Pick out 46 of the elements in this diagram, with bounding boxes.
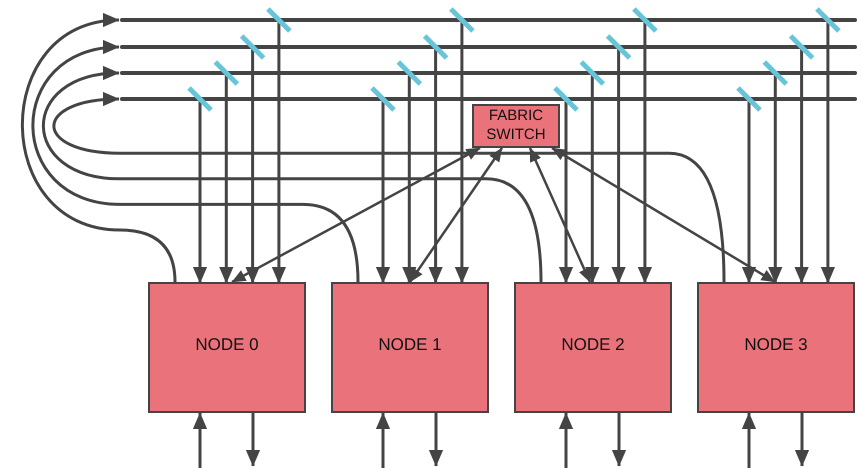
arrow: [428, 413, 444, 467]
box-label: NODE 2: [560, 334, 626, 355]
arrow: [192, 101, 208, 284]
arrow: [219, 75, 234, 284]
box-label: NODE 3: [743, 334, 809, 355]
arrow: [638, 22, 652, 284]
node-box: [331, 282, 489, 413]
node-box: [697, 282, 855, 413]
arrow: [246, 413, 260, 467]
arrow: [245, 49, 260, 284]
arrow: [585, 75, 600, 284]
arrow: [742, 101, 756, 284]
arrow: [558, 101, 574, 284]
node-box: [148, 282, 306, 413]
bus-line: [120, 97, 857, 101]
double-arrow: [528, 148, 592, 282]
bus-line: [120, 18, 857, 22]
box-label: FABRIC SWITCH: [485, 106, 547, 144]
arrow: [794, 413, 810, 467]
curved-arrow: [42, 67, 542, 282]
arrow: [376, 412, 390, 468]
arrow: [428, 49, 443, 284]
curved-arrow: [53, 92, 726, 282]
arrow: [611, 49, 626, 284]
bus-line: [120, 71, 857, 75]
arrow: [820, 22, 836, 284]
box-label: NODE 0: [194, 334, 260, 355]
double-arrow: [551, 146, 776, 284]
switch-box: [472, 104, 560, 148]
bus-line: [120, 45, 857, 49]
arrow: [402, 75, 416, 284]
node-box: [514, 282, 672, 413]
arrow: [376, 101, 390, 284]
arrow: [794, 49, 809, 284]
arrow: [454, 22, 470, 284]
curved-arrow: [32, 42, 360, 282]
double-arrow: [408, 147, 504, 283]
arrow: [192, 412, 208, 468]
arrow: [742, 412, 756, 468]
double-arrow: [231, 146, 481, 284]
arrow: [272, 22, 286, 284]
curved-arrow: [21, 15, 176, 282]
box-label: NODE 1: [377, 334, 443, 355]
arrow: [558, 412, 574, 468]
arrow: [768, 75, 782, 284]
arrow: [612, 413, 626, 467]
